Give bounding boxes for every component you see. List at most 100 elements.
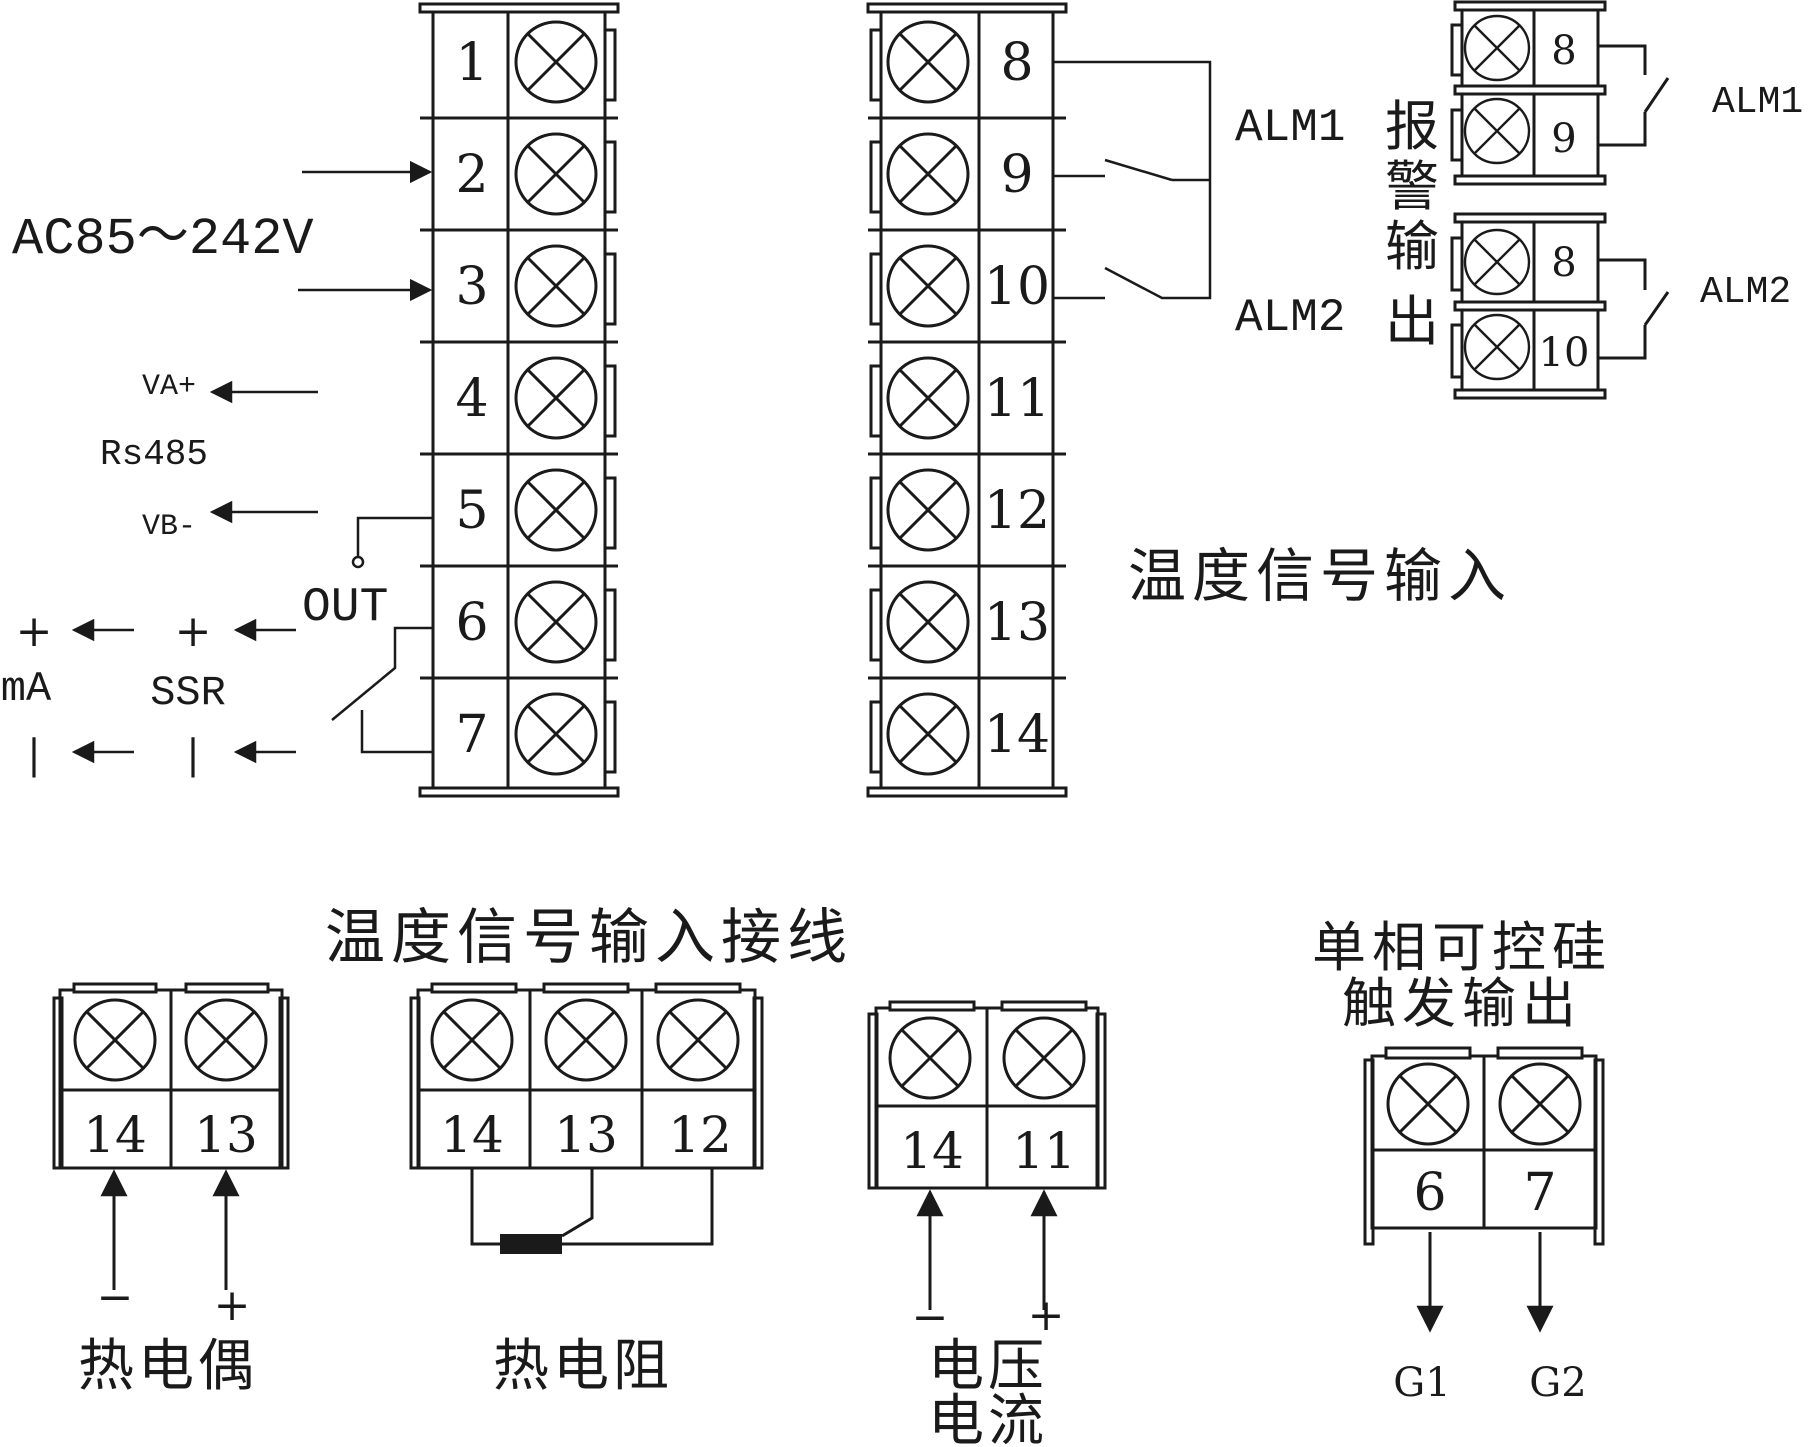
thermocouple-block (52, 982, 290, 1290)
screw-icon (514, 244, 598, 328)
screw-icon (1498, 1062, 1582, 1146)
terminal-9: 9 (1000, 145, 1033, 205)
tc-terminal-13: 13 (194, 1106, 258, 1164)
terminal-7: 7 (455, 705, 488, 765)
temp-input-label: 温度信号输入 (1128, 542, 1512, 610)
rtd-terminal-14: 14 (440, 1106, 504, 1164)
screw-icon (514, 692, 598, 776)
alarm-title-char: 警 (1385, 155, 1439, 218)
power-label: AC85～242V (12, 210, 314, 269)
terminal-8: 8 (1000, 33, 1033, 93)
scr-terminal-7: 7 (1523, 1163, 1556, 1223)
ma-label: mA (1, 665, 52, 713)
tc-terminal-14: 14 (83, 1106, 147, 1164)
screw-icon (886, 20, 970, 104)
screw-icon (886, 356, 970, 440)
vc-minus: − (912, 1292, 949, 1343)
screw-icon (886, 244, 970, 328)
scr-title-line2: 触发输出 (1342, 972, 1582, 1035)
screw-icon (514, 20, 598, 104)
screw-icon (184, 998, 268, 1082)
ssr-plus: + (175, 606, 212, 657)
alarm-title-char: 报 (1385, 95, 1439, 158)
voltage-label: 电压 (928, 1334, 1048, 1399)
vc-plus: + (1028, 1290, 1065, 1341)
terminal-14: 14 (984, 705, 1050, 765)
rtd-terminal-13: 13 (554, 1106, 618, 1164)
terminal-11: 11 (984, 369, 1050, 429)
tc-minus: − (97, 1272, 134, 1323)
ma-plus: + (16, 606, 53, 657)
screw-icon (514, 356, 598, 440)
alm2-terminal-10: 10 (1539, 330, 1590, 376)
voltage-current-block (867, 1000, 1107, 1310)
screw-icon (886, 692, 970, 776)
ssr-minus: | (186, 732, 199, 778)
alm1-side-label: ALM1 (1712, 81, 1803, 124)
alm2-side-label: ALM2 (1700, 271, 1791, 314)
screw-icon (1386, 1062, 1470, 1146)
alm1-label: ALM1 (1235, 102, 1345, 154)
current-label: 电流 (928, 1389, 1048, 1447)
rtd-label: 热电阻 (493, 1334, 673, 1399)
screw-icon (514, 468, 598, 552)
wiring-title: 温度信号输入接线 (325, 903, 853, 973)
terminal-12: 12 (984, 481, 1050, 541)
alarm-title-char: 输 (1385, 215, 1439, 278)
resistor-icon (500, 1234, 562, 1254)
right-screws (886, 20, 970, 776)
power-input (298, 160, 433, 302)
screw-icon (888, 1016, 972, 1100)
scr-terminal-6: 6 (1413, 1163, 1446, 1223)
rtd-block (409, 982, 764, 1246)
rs485-va-label: VA+ (142, 370, 196, 404)
rtd-terminal-12: 12 (668, 1106, 732, 1164)
scr-title-line1: 单相可控硅 (1312, 916, 1612, 979)
screw-icon (656, 998, 740, 1082)
alm1-strip (1450, 0, 1670, 186)
alm1-terminal-8: 8 (1551, 28, 1576, 74)
screw-icon (1463, 97, 1531, 165)
terminal-13: 13 (984, 593, 1050, 653)
out-wiring (331, 516, 433, 754)
alm2-label: ALM2 (1235, 292, 1345, 344)
screw-icon (1463, 14, 1531, 82)
terminal-10: 10 (984, 257, 1050, 317)
left-terminal-numbers: 1 2 3 4 5 6 7 (455, 33, 488, 765)
alm1-terminal-9: 9 (1551, 116, 1576, 162)
g2-label: G2 (1529, 1360, 1586, 1406)
terminal-3: 3 (455, 257, 488, 317)
thermocouple-label: 热电偶 (78, 1334, 258, 1399)
screw-icon (886, 468, 970, 552)
screw-icon (544, 998, 628, 1082)
screw-icon (514, 132, 598, 216)
left-terminal-strip (418, 2, 620, 798)
rs485-vb-label: VB- (142, 510, 196, 544)
scr-block (1363, 1046, 1605, 1333)
output-arrows (71, 618, 296, 764)
screw-icon (514, 580, 598, 664)
screw-icon (1463, 228, 1531, 296)
g1-label: G1 (1393, 1360, 1450, 1406)
alarm-title-char: 出 (1385, 290, 1439, 353)
screw-icon (886, 132, 970, 216)
ssr-label: SSR (150, 669, 226, 717)
tc-plus: + (214, 1280, 251, 1331)
terminal-4: 4 (455, 369, 488, 429)
terminal-5: 5 (455, 481, 488, 541)
rs485-title: Rs485 (100, 434, 208, 475)
screw-icon (886, 580, 970, 664)
right-terminal-numbers: 8 9 10 11 12 13 14 (984, 33, 1050, 765)
screw-icon (430, 998, 514, 1082)
terminal-6: 6 (455, 593, 488, 653)
alm2-strip (1450, 212, 1670, 400)
alarm-output-title: 报 警 输 出 (1385, 95, 1439, 353)
terminal-1: 1 (455, 33, 488, 93)
ma-minus: | (27, 732, 40, 778)
alarm-relay-wiring (1053, 60, 1212, 300)
right-terminal-strip (866, 2, 1068, 798)
alm2-terminal-8: 8 (1551, 240, 1576, 286)
out-label: OUT (302, 581, 388, 635)
terminal-2: 2 (455, 145, 488, 205)
